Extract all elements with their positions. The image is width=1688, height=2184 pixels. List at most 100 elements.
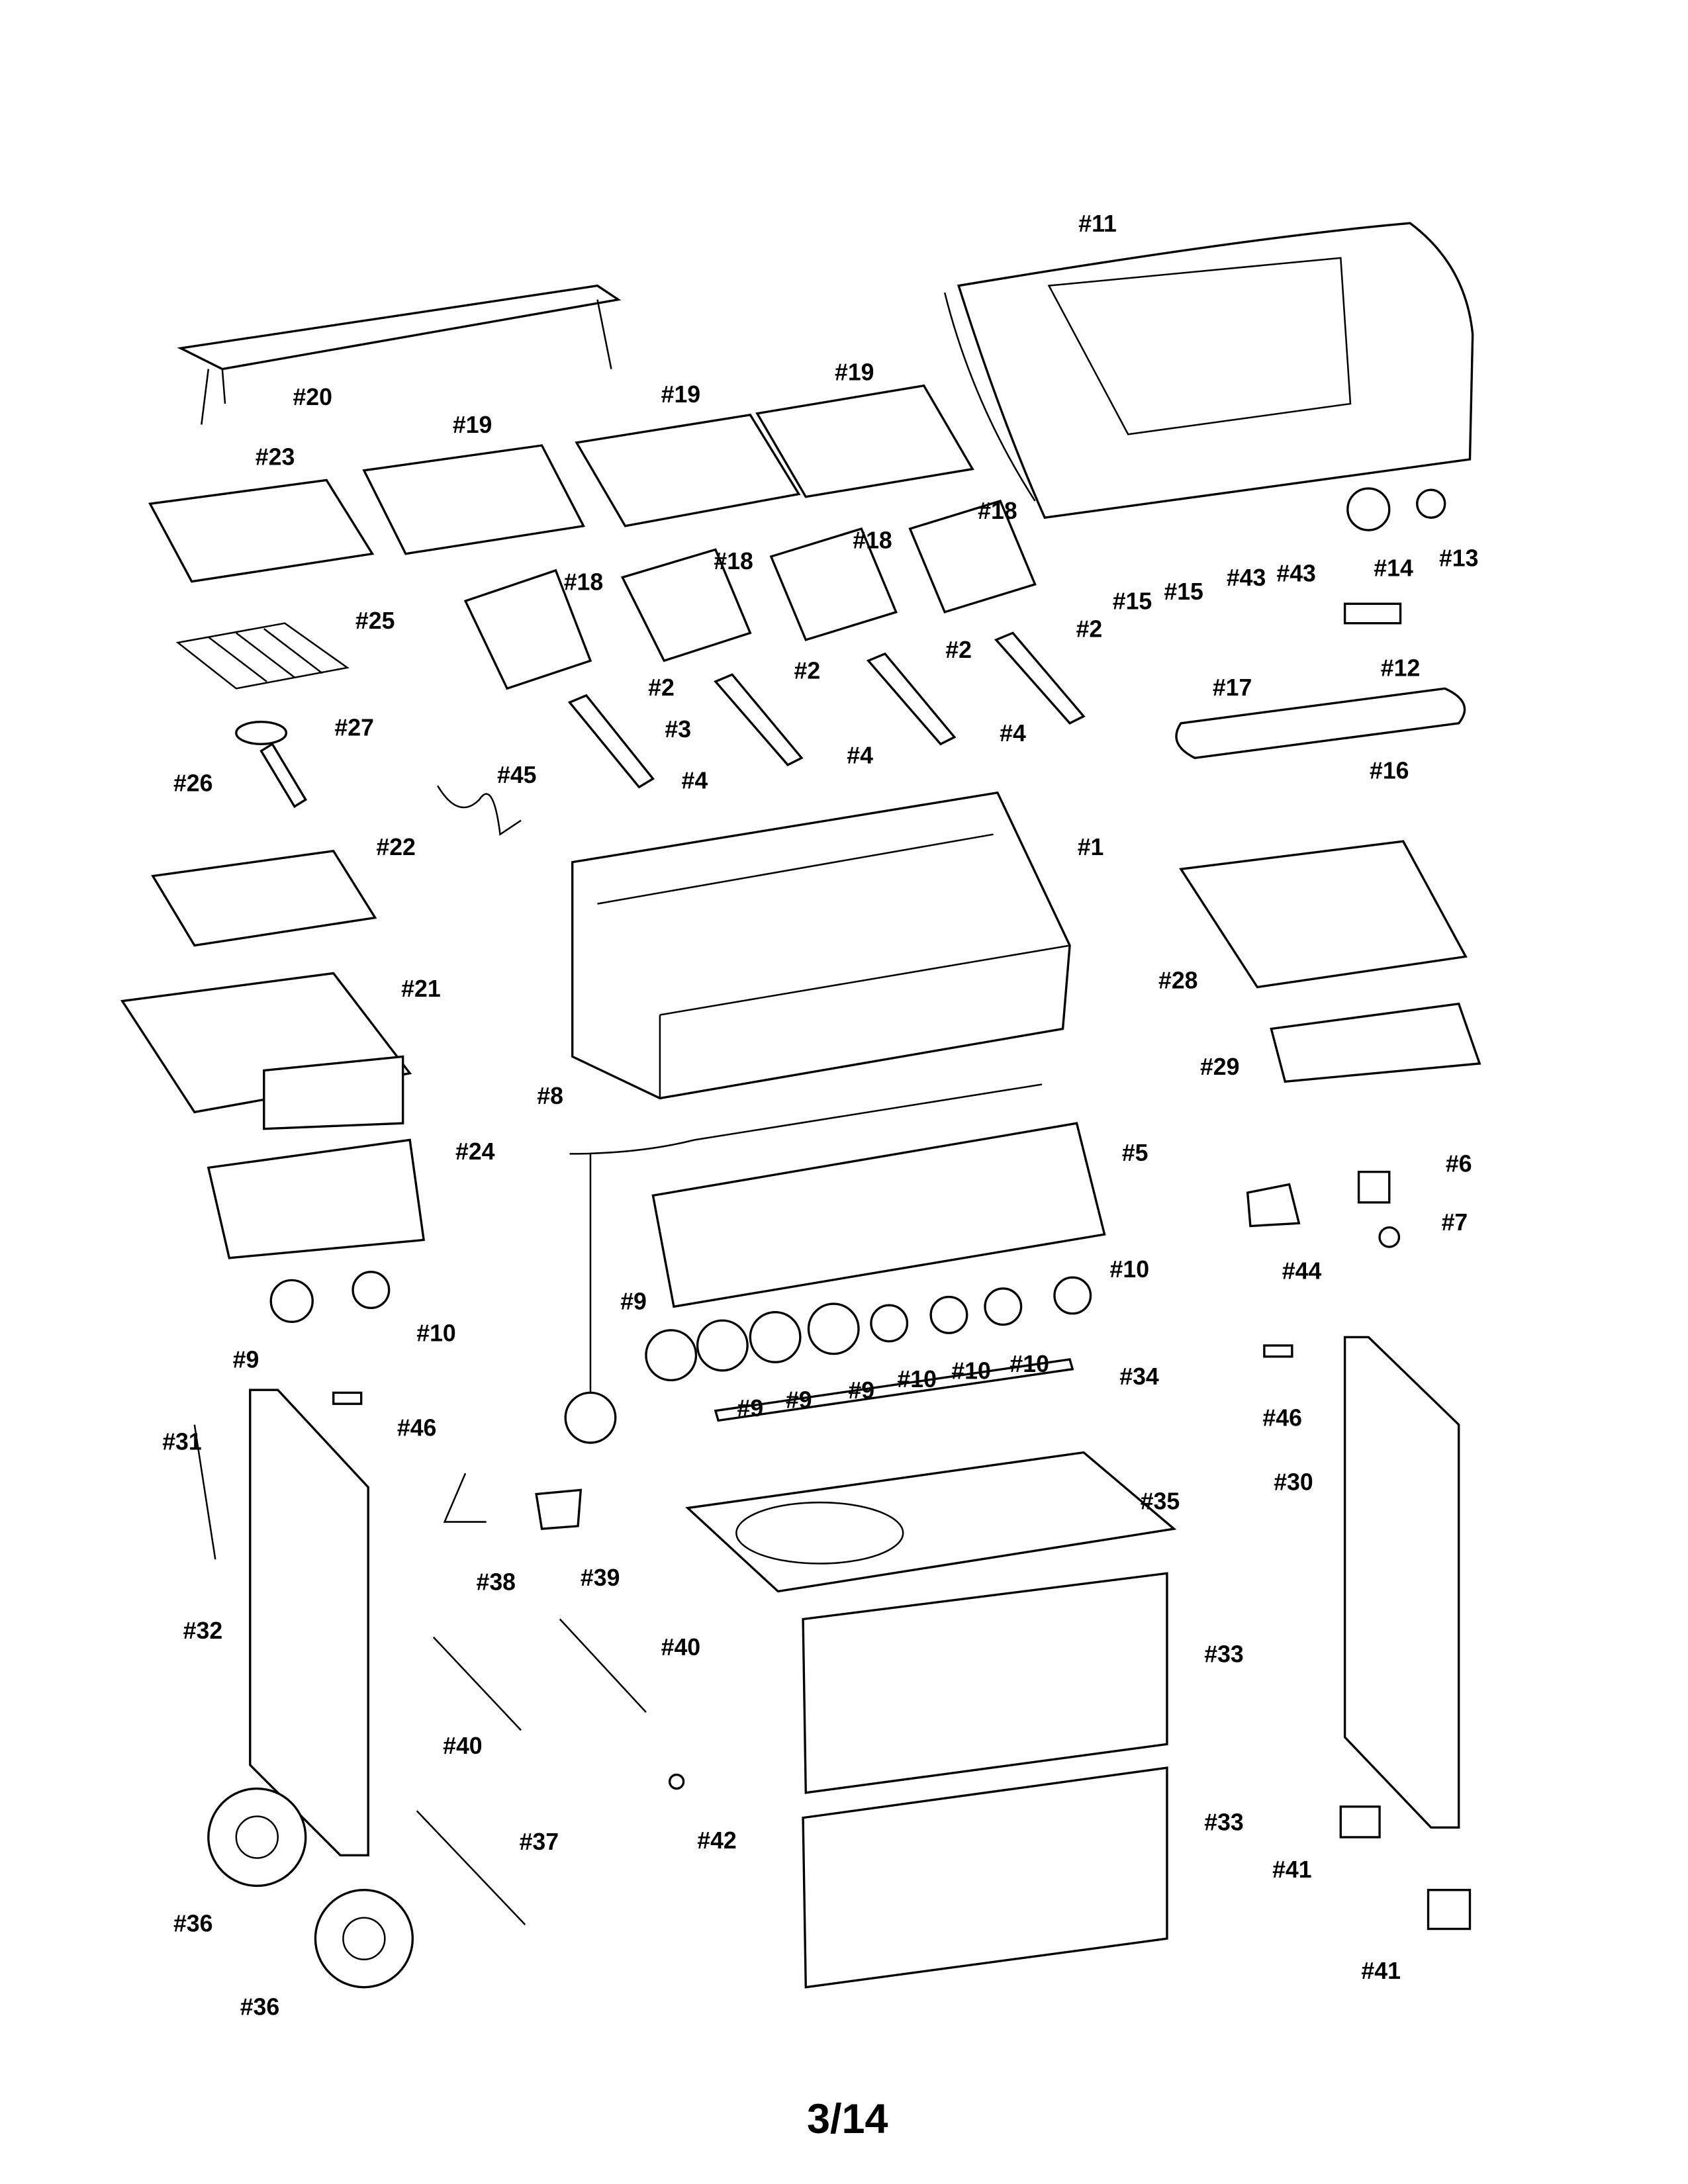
- callout-part-39: #39: [581, 1565, 620, 1591]
- part-gas-manifold: [569, 1083, 1043, 1404]
- part-side-plate: [148, 478, 375, 583]
- callout-part-10: #10: [897, 1366, 937, 1392]
- callout-part-22: #22: [376, 834, 416, 860]
- part-bezel: [1346, 487, 1391, 531]
- callout-part-4: #4: [847, 743, 873, 769]
- callout-part-14: #14: [1374, 555, 1413, 581]
- part-wingnut: [668, 1773, 685, 1790]
- callout-part-9: #9: [620, 1288, 647, 1314]
- callout-part-23: #23: [256, 443, 295, 470]
- part-lid: [943, 222, 1474, 519]
- part-small-rack: [175, 622, 350, 690]
- part-thermometer: [1416, 488, 1446, 519]
- callout-part-34: #34: [1119, 1363, 1159, 1390]
- callout-part-43: #43: [1227, 565, 1266, 591]
- part-igniter: [1357, 1171, 1391, 1204]
- callout-part-24: #24: [455, 1138, 495, 1165]
- callout-part-9: #9: [848, 1377, 874, 1404]
- part-cooking-grates: [362, 384, 974, 555]
- callout-part-18: #18: [853, 527, 892, 553]
- part-control-panel: [651, 1122, 1106, 1308]
- part-warming-rack: [177, 284, 622, 425]
- callout-part-40: #40: [443, 1733, 483, 1759]
- part-left-cart-frame: [249, 1388, 369, 1856]
- part-hook: [443, 1473, 487, 1523]
- callout-part-18: #18: [714, 548, 753, 574]
- part-handle: [1175, 687, 1466, 759]
- callout-part-4: #4: [1000, 720, 1026, 747]
- callout-part-13: #13: [1439, 545, 1479, 572]
- callout-part-41: #41: [1361, 1958, 1401, 1984]
- part-side-frame-base: [263, 1055, 404, 1130]
- callout-part-19: #19: [835, 359, 874, 385]
- callout-part-35: #35: [1141, 1488, 1180, 1515]
- callout-part-44: #44: [1282, 1257, 1322, 1284]
- callout-part-21: #21: [401, 976, 441, 1002]
- callout-part-46: #46: [397, 1414, 437, 1441]
- callout-part-19: #19: [453, 412, 492, 438]
- part-knobs: [269, 1271, 1092, 1382]
- callout-part-5: #5: [1122, 1140, 1149, 1166]
- callout-part-18: #18: [564, 569, 604, 595]
- part-leveler: [1339, 1805, 1381, 1839]
- callout-part-12: #12: [1381, 655, 1421, 681]
- part-axle: [416, 1810, 526, 1926]
- callout-part-26: #26: [173, 770, 213, 797]
- callout-part-32: #32: [183, 1617, 223, 1644]
- callout-part-40: #40: [661, 1634, 701, 1661]
- part-bracket: [1246, 1183, 1301, 1228]
- callout-part-2: #2: [648, 674, 675, 701]
- part-bottom-shelf: [685, 1451, 1177, 1593]
- part-wheel: [314, 1889, 414, 1989]
- callout-part-15: #15: [1113, 588, 1152, 615]
- callout-part-30: #30: [1274, 1469, 1313, 1495]
- part-regulator: [564, 1391, 617, 1444]
- callout-part-10: #10: [951, 1357, 990, 1384]
- part-clip: [1263, 1344, 1293, 1358]
- callout-part-43: #43: [1276, 561, 1315, 587]
- part-clip: [332, 1391, 363, 1405]
- part-burner-pan: [151, 850, 377, 947]
- callout-part-28: #28: [1158, 968, 1198, 994]
- part-burners: [567, 631, 1086, 789]
- callout-part-10: #10: [416, 1320, 456, 1347]
- part-side-burner-panel: [207, 1138, 426, 1259]
- part-cross-brace: [714, 1358, 1074, 1422]
- callout-part-31: #31: [162, 1428, 202, 1455]
- callout-part-9: #9: [233, 1347, 259, 1373]
- part-igniter-wire: [437, 785, 522, 836]
- part-grease-cup: [535, 1488, 583, 1530]
- callout-part-11: #11: [1078, 210, 1117, 237]
- callout-part-46: #46: [1262, 1405, 1302, 1432]
- callout-part-10: #10: [1009, 1351, 1049, 1377]
- part-labels: #11#20#19#19#19#23#18#18#18#18#15#15#43#…: [162, 210, 1478, 2021]
- callout-part-33: #33: [1204, 1641, 1244, 1668]
- callout-part-38: #38: [477, 1569, 516, 1595]
- part-side-shelf: [1179, 840, 1468, 989]
- page-number: 3/14: [807, 2096, 888, 2142]
- callout-part-17: #17: [1213, 674, 1252, 701]
- part-door-lower: [802, 1766, 1168, 1989]
- callout-part-18: #18: [978, 498, 1017, 524]
- callout-part-27: #27: [334, 715, 374, 741]
- callout-part-15: #15: [1164, 578, 1203, 605]
- callout-part-2: #2: [1076, 616, 1103, 643]
- callout-part-1: #1: [1078, 834, 1104, 860]
- part-shelf-panel: [1270, 1002, 1481, 1083]
- callout-part-33: #33: [1204, 1809, 1244, 1835]
- callout-part-16: #16: [1370, 758, 1409, 784]
- part-igniter-cap: [1378, 1226, 1401, 1248]
- callout-part-36: #36: [173, 1911, 213, 1937]
- callout-part-45: #45: [497, 762, 537, 788]
- part-right-cart-frame: [1343, 1336, 1460, 1829]
- part-door-upper: [802, 1572, 1168, 1794]
- callout-part-42: #42: [697, 1827, 737, 1854]
- callout-part-8: #8: [537, 1083, 563, 1109]
- part-side-burner: [235, 721, 308, 809]
- callout-part-2: #2: [794, 658, 821, 684]
- callout-part-9: #9: [786, 1387, 812, 1413]
- callout-part-2: #2: [945, 637, 972, 663]
- callout-part-6: #6: [1446, 1151, 1472, 1177]
